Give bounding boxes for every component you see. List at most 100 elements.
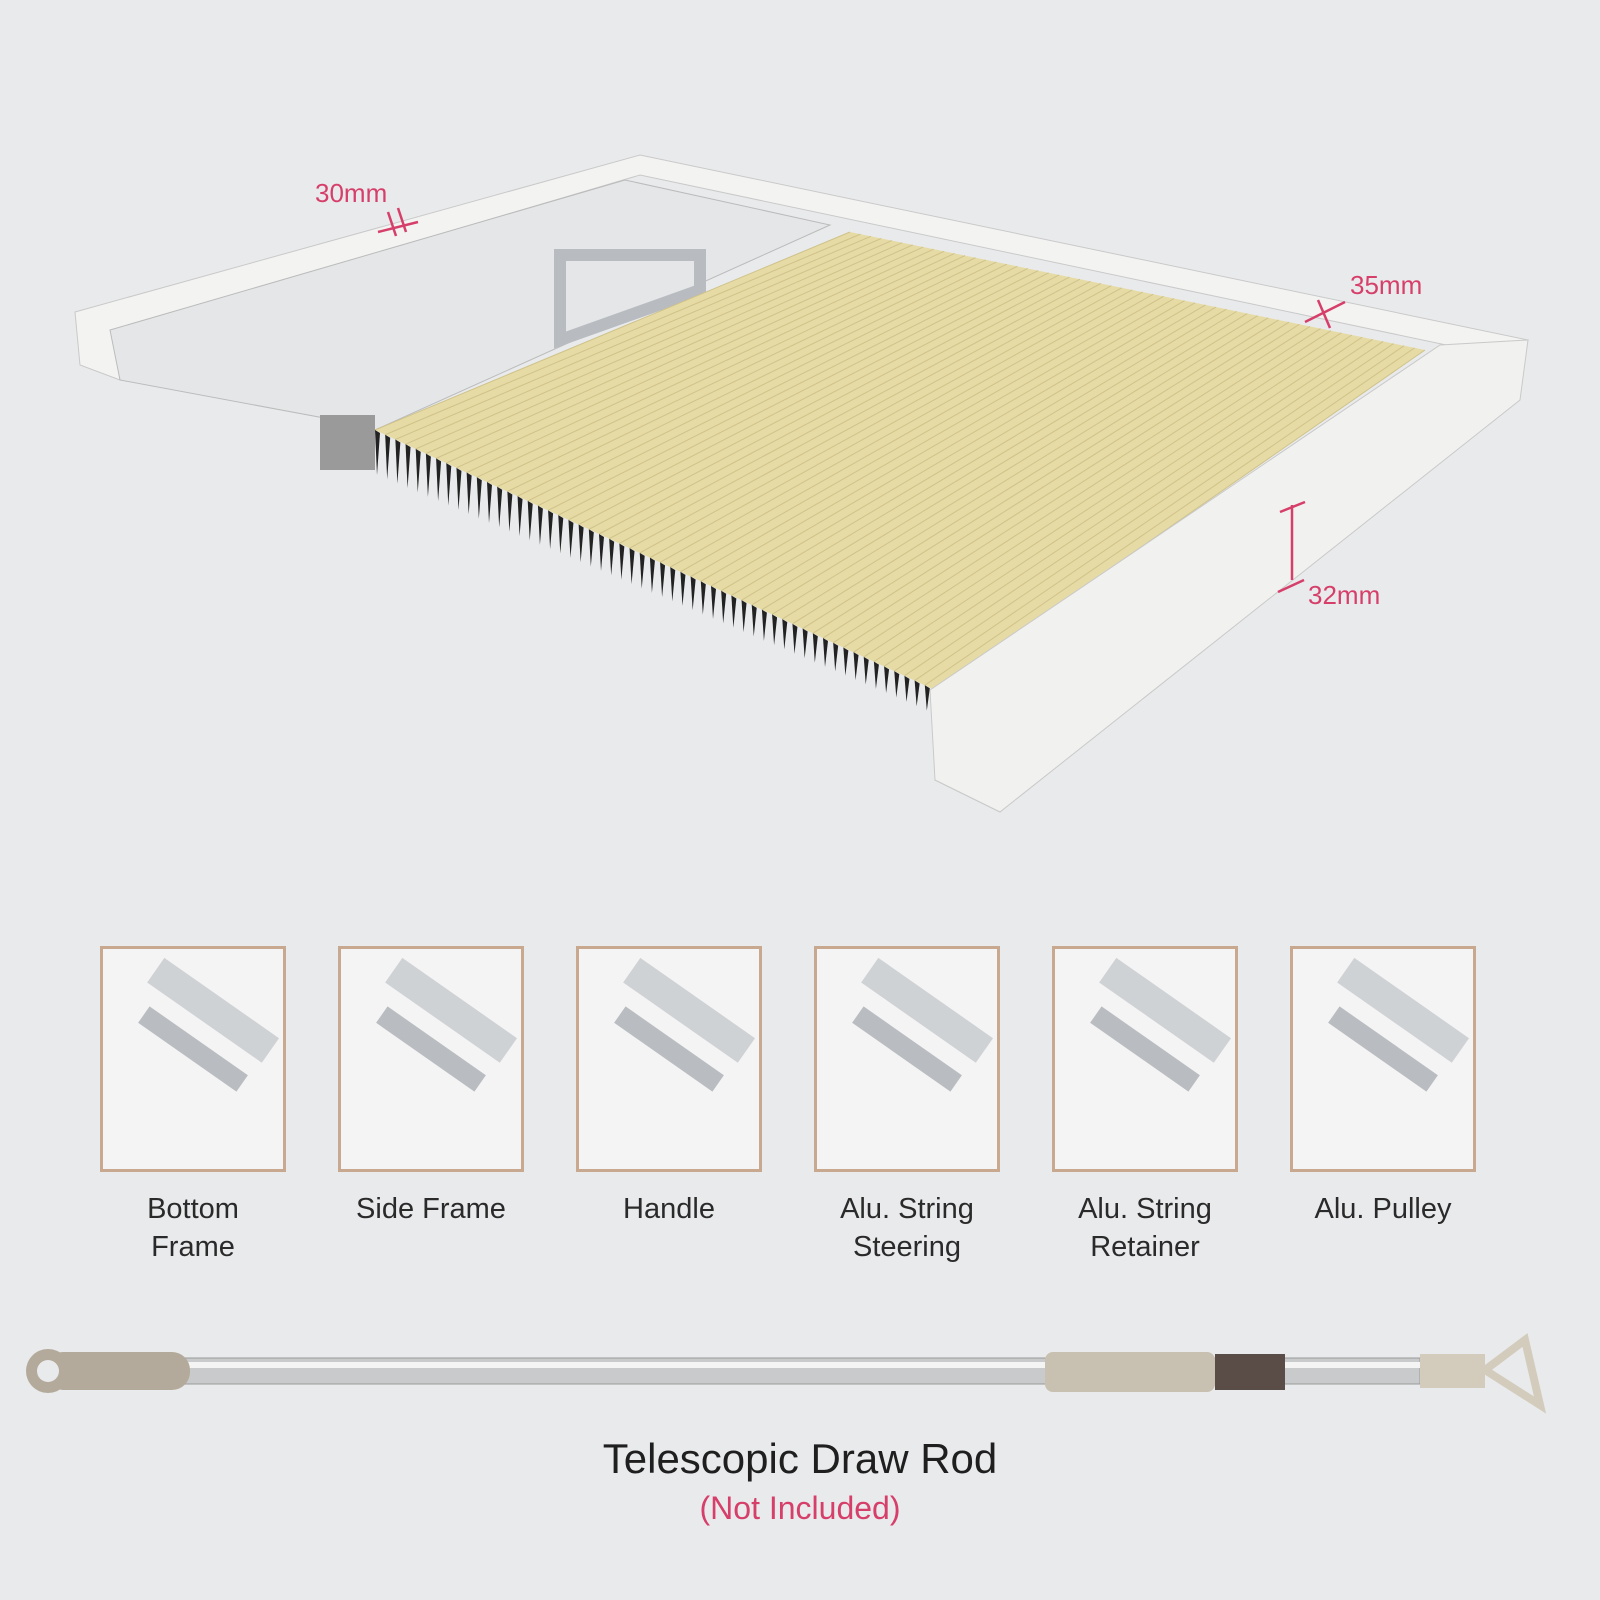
part-label: Alu. Pulley	[1314, 1193, 1452, 1225]
pleat-line	[873, 336, 1363, 663]
pleat-line	[425, 242, 903, 455]
pleat-fold	[527, 500, 533, 541]
pleat-line	[843, 330, 1332, 648]
pleat-line	[812, 323, 1300, 634]
pleat-fold	[609, 538, 615, 576]
pleat-line	[863, 334, 1353, 658]
pleat-line	[782, 317, 1269, 620]
pleat-fold	[670, 567, 676, 602]
pleat-fold	[741, 600, 747, 633]
pleat-fold	[588, 529, 594, 567]
part-thumbnail	[100, 946, 286, 1172]
pleat-fold	[853, 652, 859, 681]
pleat-fold	[395, 439, 401, 484]
pleat-line	[670, 293, 1154, 568]
pleat-line	[395, 235, 872, 440]
pleat-fold	[466, 472, 472, 515]
pleat-line	[853, 332, 1342, 653]
pleat-line	[619, 283, 1102, 544]
pleat-line	[507, 259, 987, 492]
pleat-fold	[599, 534, 604, 571]
pleat-fold	[843, 647, 849, 676]
pleat-line	[761, 313, 1248, 611]
pleat-fold	[700, 581, 706, 615]
pleat-fold	[690, 576, 696, 611]
pleated-shade-illustration	[74, 154, 1530, 813]
rod-title: Telescopic Draw Rod	[602, 1435, 998, 1482]
pleat-fold	[660, 562, 666, 598]
pleat-line	[771, 315, 1258, 615]
pleat-line	[466, 250, 945, 473]
pleat-fold	[914, 680, 920, 707]
pleat-fold	[772, 614, 778, 646]
pleat-line	[486, 255, 966, 483]
pleat-line	[456, 248, 934, 469]
pleat-line	[832, 328, 1321, 644]
handle	[554, 249, 706, 349]
pleat-line	[496, 257, 976, 488]
pleat-line	[720, 304, 1206, 592]
pleat-fold	[487, 482, 492, 523]
telescopic-rod-image	[26, 1333, 1547, 1414]
pleat-line	[700, 300, 1185, 582]
dimension-top: 30mm	[315, 178, 388, 208]
pleat-line	[384, 233, 861, 436]
part-thumbnail	[576, 946, 762, 1172]
pleat-line	[374, 231, 851, 431]
pleat-line	[792, 319, 1279, 625]
pleat-line	[802, 321, 1290, 629]
pleat-line	[649, 289, 1133, 559]
pleat-line	[731, 306, 1217, 596]
pleat-fold	[680, 571, 686, 606]
pleat-line	[578, 274, 1060, 525]
pleat-fold	[415, 448, 421, 493]
part-thumbnail	[338, 946, 524, 1172]
pleat-line	[435, 244, 913, 459]
pleat-line	[558, 270, 1039, 516]
pleat-line	[446, 246, 924, 464]
pleat-line	[476, 253, 955, 478]
pleat-line	[415, 240, 893, 450]
pleat-fold	[863, 656, 869, 685]
pleat-line	[904, 343, 1394, 677]
pleat-line	[751, 310, 1238, 606]
part-thumbnail	[814, 946, 1000, 1172]
pleat-line	[741, 308, 1227, 601]
part-thumbnail	[1052, 946, 1238, 1172]
pleat-fold	[711, 586, 716, 619]
pleat-line	[883, 338, 1374, 667]
pleat-fold	[517, 496, 523, 537]
pleat-fold	[507, 491, 513, 532]
pleat-fold	[537, 505, 543, 545]
pleat-line	[914, 345, 1405, 681]
pleat-line	[547, 268, 1028, 511]
pleat-fold	[497, 486, 503, 528]
fabric	[375, 232, 1425, 690]
pleat-fold	[385, 434, 391, 480]
dimension-side: 35mm	[1350, 270, 1423, 300]
pleat-fold	[924, 685, 930, 711]
pleat-line	[639, 287, 1123, 554]
pleat-fold	[761, 609, 767, 641]
pleat-line	[924, 347, 1415, 686]
pleat-fold	[476, 477, 482, 519]
pleat-line	[527, 263, 1008, 502]
pleat-fold	[629, 548, 635, 585]
pleat-fold	[751, 604, 757, 637]
pleat-fold	[639, 552, 645, 589]
pleat-fold	[436, 458, 442, 502]
pleat-fold	[548, 510, 554, 550]
pleat-fold	[731, 595, 737, 628]
pleat-line	[608, 280, 1091, 540]
pleat-fold	[873, 661, 879, 689]
pleat-line	[405, 237, 882, 445]
pulley	[320, 415, 375, 470]
pleat-line	[517, 261, 997, 497]
pleat-fold	[446, 463, 452, 506]
pleat-line	[588, 276, 1070, 530]
pleat-line	[598, 278, 1081, 535]
pleat-fold	[904, 675, 910, 702]
pleat-line	[680, 295, 1164, 573]
pleat-fold	[619, 543, 625, 580]
